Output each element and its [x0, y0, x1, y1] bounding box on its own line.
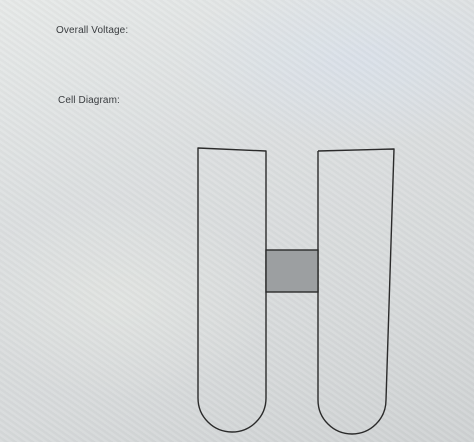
- salt-bridge: [265, 249, 319, 293]
- cell-diagram-label: Cell Diagram:: [58, 95, 120, 106]
- left-electrode-tube: [197, 147, 267, 433]
- right-electrode-tube: [317, 148, 395, 435]
- overall-voltage-label: Overall Voltage:: [56, 25, 129, 36]
